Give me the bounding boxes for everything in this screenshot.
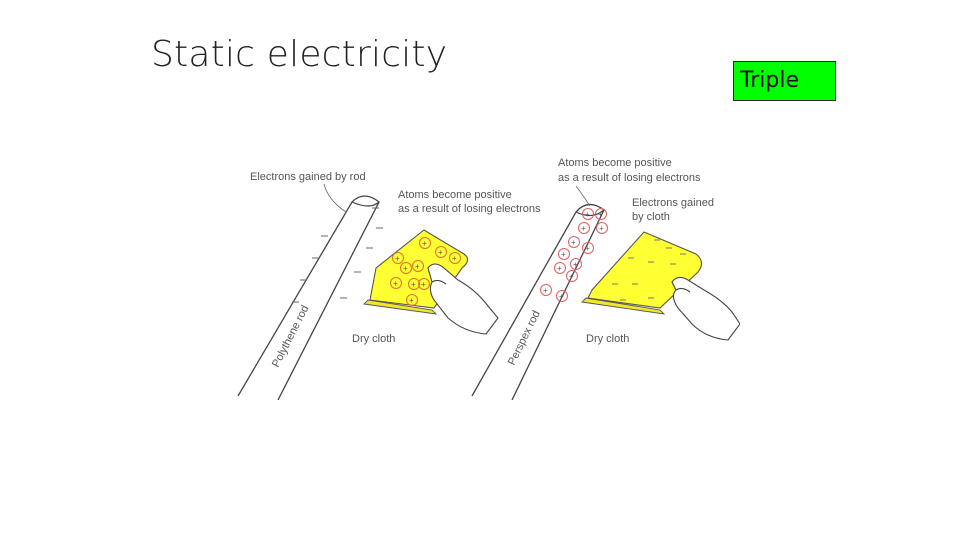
svg-text:+: +	[409, 296, 414, 305]
polythene-rod	[237, 195, 380, 401]
leader-line-right	[575, 185, 591, 207]
svg-text:+: +	[452, 254, 457, 263]
svg-text:+: +	[438, 248, 443, 257]
svg-text:+: +	[393, 279, 398, 288]
svg-text:+: +	[573, 260, 578, 269]
svg-text:+: +	[599, 224, 604, 233]
left-atoms-label-1: Atoms become positive	[398, 189, 512, 201]
svg-text:+: +	[559, 292, 564, 301]
svg-text:+: +	[561, 250, 566, 259]
right-cloth-label: Dry cloth	[586, 333, 629, 345]
leader-line	[323, 183, 347, 213]
static-electricity-diagram: Polythene rod Electrons gained by rod At…	[236, 150, 741, 401]
svg-text:+: +	[571, 238, 576, 247]
svg-text:+: +	[543, 286, 548, 295]
left-hand	[427, 263, 499, 335]
svg-text:+: +	[395, 254, 400, 263]
right-dry-cloth	[581, 231, 703, 315]
right-hand	[671, 276, 741, 341]
svg-text:+: +	[403, 264, 408, 273]
svg-text:+: +	[581, 224, 586, 233]
left-cloth-positive-charges	[390, 237, 461, 306]
left-electrons-label: Electrons gained by rod	[250, 171, 366, 183]
svg-text:+: +	[415, 262, 420, 271]
rod-positive-charges	[540, 208, 608, 302]
diagram-svg: Polythene rod Electrons gained by rod At…	[237, 157, 741, 401]
svg-text:+: +	[422, 239, 427, 248]
svg-text:+: +	[569, 272, 574, 281]
triple-badge: Triple	[733, 61, 836, 101]
right-electrons-label-2: by cloth	[632, 211, 670, 223]
right-atoms-label-2: as a result of losing electrons	[558, 172, 701, 184]
right-atoms-label-1: Atoms become positive	[558, 157, 672, 169]
svg-text:+: +	[585, 244, 590, 253]
svg-text:+: +	[411, 280, 416, 289]
slide-title: Static electricity	[151, 34, 448, 75]
left-atoms-label-2: as a result of losing electrons	[398, 203, 541, 215]
rod-negative-charges	[292, 207, 383, 303]
left-cloth-label: Dry cloth	[352, 333, 395, 345]
svg-text:+: +	[598, 210, 603, 219]
rod-plus-signs: + + + + + + + + + + + +	[543, 210, 604, 301]
svg-text:+: +	[421, 280, 426, 289]
right-cloth-negative-charges	[612, 239, 686, 301]
right-electrons-label-1: Electrons gained	[632, 197, 714, 209]
svg-text:+: +	[557, 264, 562, 273]
svg-text:+: +	[585, 210, 590, 219]
